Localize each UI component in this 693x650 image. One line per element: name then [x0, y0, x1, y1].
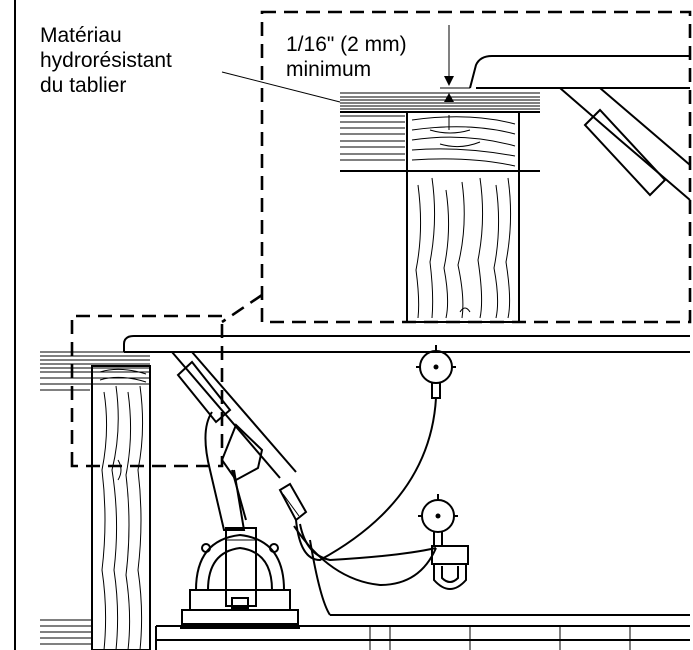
- u-bracket: [431, 545, 469, 590]
- gap-dimension-arrow: [440, 25, 470, 130]
- floor-platform: [155, 539, 690, 650]
- detail-leader-dashed: [221, 293, 263, 324]
- wood-post: [40, 365, 151, 650]
- cables: [293, 397, 437, 587]
- material-label-line-1: Matériau: [40, 24, 122, 47]
- material-label-line-2: hydrorésistant: [40, 49, 172, 72]
- sensor-bottom: [418, 494, 458, 547]
- spa-cover: [123, 335, 690, 353]
- gap-label-line-2: minimum: [286, 58, 372, 81]
- detail-lift-bracket: [559, 87, 691, 201]
- pump-unit: [180, 527, 300, 629]
- gap-label-line-1: 1/16" (2 mm): [286, 33, 407, 56]
- detail-source-box: [70, 314, 224, 468]
- material-label-line-3: du tablier: [40, 74, 127, 97]
- main-view: [40, 314, 690, 650]
- detail-spa-cover: [469, 55, 690, 89]
- cover-lift-arm: [171, 351, 308, 531]
- detail-callout: [221, 10, 692, 324]
- material-leader-line: [221, 71, 341, 103]
- detail-joist-end-grain: [406, 111, 520, 172]
- detail-joist-post: [406, 170, 520, 323]
